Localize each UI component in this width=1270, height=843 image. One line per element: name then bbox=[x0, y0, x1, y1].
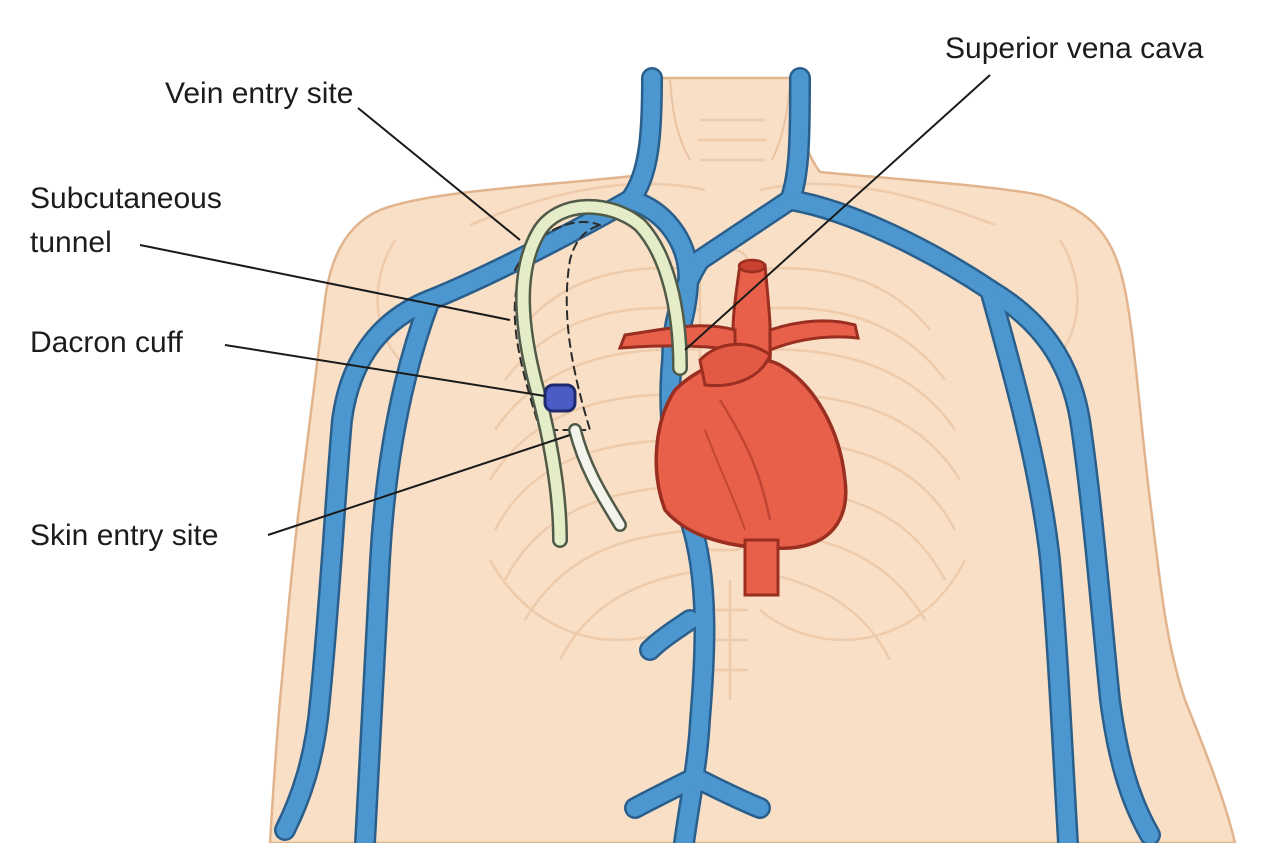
label-dacron-cuff: Dacron cuff bbox=[30, 326, 184, 359]
label-subcutaneous-line1: Subcutaneous bbox=[30, 182, 222, 215]
label-vein-entry-site: Vein entry site bbox=[165, 77, 353, 110]
dacron-cuff bbox=[545, 385, 575, 411]
label-superior-vena-cava: Superior vena cava bbox=[945, 32, 1204, 65]
label-subcutaneous-line2: tunnel bbox=[30, 226, 112, 259]
label-skin-entry-site: Skin entry site bbox=[30, 519, 218, 552]
